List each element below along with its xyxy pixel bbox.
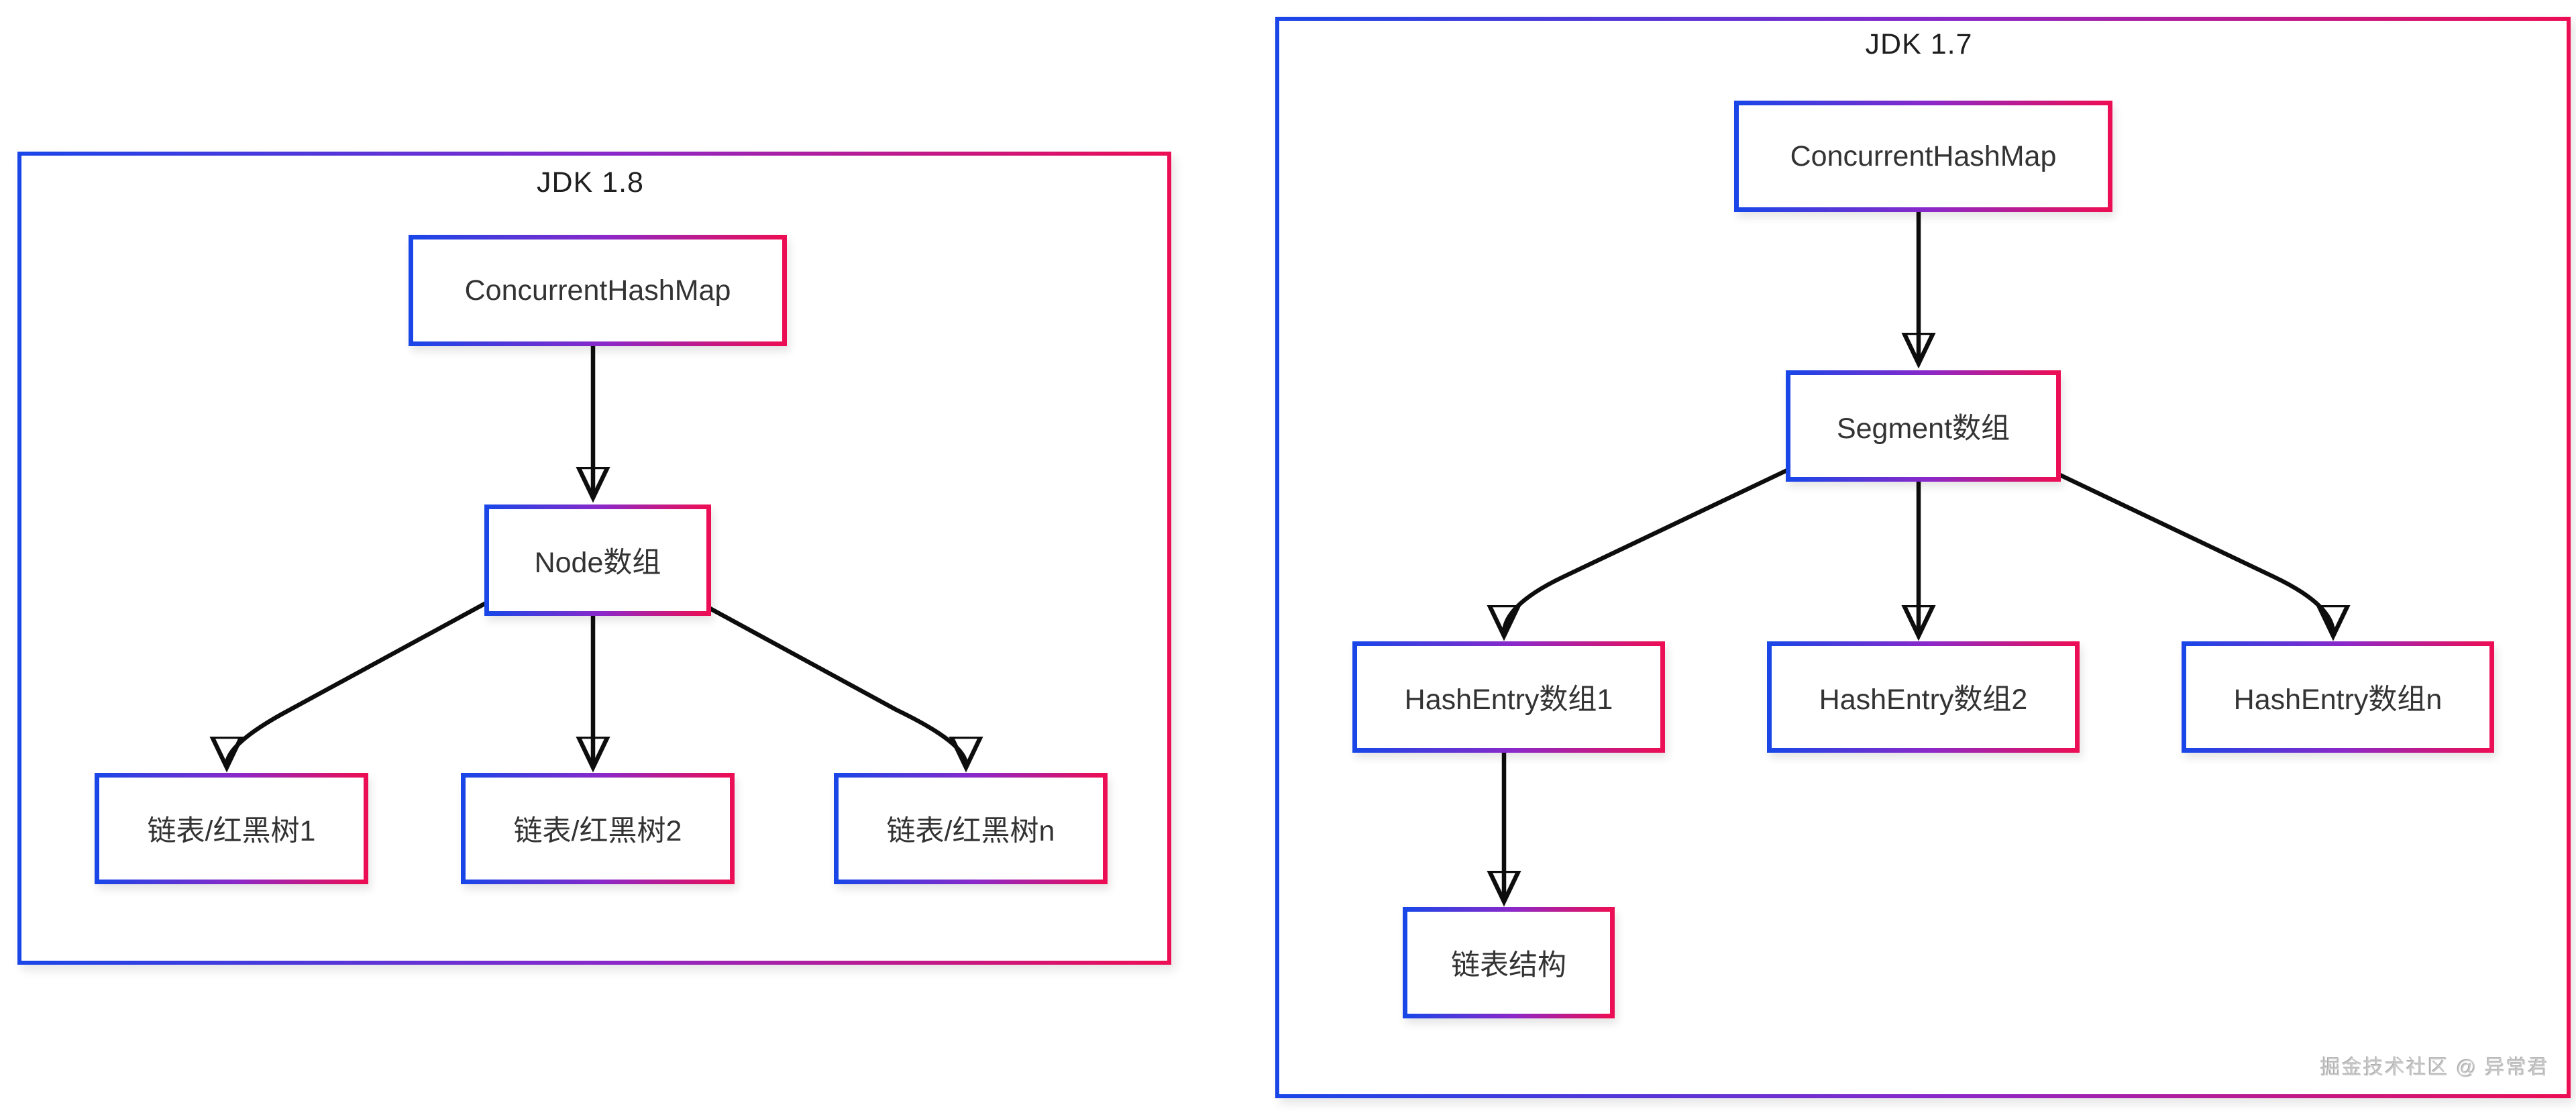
node-segment-array: Segment数组 — [1786, 370, 2061, 482]
node-list-tree-2: 链表/红黑树2 — [461, 773, 735, 884]
node-label: HashEntry数组2 — [1819, 684, 2028, 716]
node-label: 链表/红黑树1 — [147, 815, 316, 847]
node-list-tree-1: 链表/红黑树1 — [95, 773, 368, 884]
node-label: Segment数组 — [1836, 413, 2010, 445]
panel-jdk18-title: JDK 1.8 — [537, 166, 644, 199]
node-label: HashEntry数组1 — [1404, 684, 1613, 716]
node-label: ConcurrentHashMap — [1790, 140, 2057, 172]
node-linked-list: 链表结构 — [1403, 907, 1615, 1018]
watermark: 掘金技术社区 @ 异常君 — [2320, 1057, 2549, 1079]
node-hashentry-1: HashEntry数组1 — [1352, 641, 1665, 753]
node-hashentry-2: HashEntry数组2 — [1767, 641, 2080, 753]
node-label: Node数组 — [534, 547, 661, 579]
panel-jdk17-title: JDK 1.7 — [1865, 28, 1973, 60]
node-concurrenthashmap-17: ConcurrentHashMap — [1734, 101, 2112, 212]
node-node-array: Node数组 — [484, 505, 711, 616]
node-concurrenthashmap-18: ConcurrentHashMap — [409, 235, 787, 346]
node-label: 链表/红黑树n — [886, 815, 1055, 847]
node-label: HashEntry数组n — [2233, 684, 2443, 716]
node-hashentry-n: HashEntry数组n — [2182, 641, 2494, 753]
node-label: 链表/红黑树2 — [513, 815, 682, 847]
node-label: 链表结构 — [1451, 949, 1566, 981]
node-label: ConcurrentHashMap — [464, 274, 731, 307]
node-list-tree-n: 链表/红黑树n — [834, 773, 1108, 884]
